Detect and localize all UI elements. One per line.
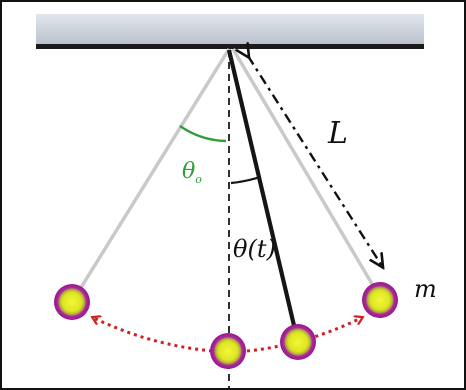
ceiling-edge — [36, 44, 424, 49]
theta-t-arc — [230, 175, 261, 185]
bob-current — [280, 324, 316, 360]
theta-zero-symbol: θ — [182, 159, 195, 184]
bob-equilibrium — [210, 333, 246, 369]
theta-zero-label: θo — [182, 159, 202, 186]
length-label: L — [327, 116, 348, 151]
length-arrow — [248, 56, 382, 266]
swing-path-right — [246, 318, 361, 353]
theta-zero-subscript: o — [195, 173, 202, 186]
bob-left-extreme — [54, 284, 90, 320]
theta-zero-arc — [179, 125, 227, 143]
theta-t-label: θ(t) — [233, 235, 276, 263]
bob-right-extreme — [362, 282, 398, 318]
mass-label: m — [414, 275, 437, 303]
ceiling-support — [36, 14, 424, 47]
string-left-extreme — [75, 48, 231, 295]
